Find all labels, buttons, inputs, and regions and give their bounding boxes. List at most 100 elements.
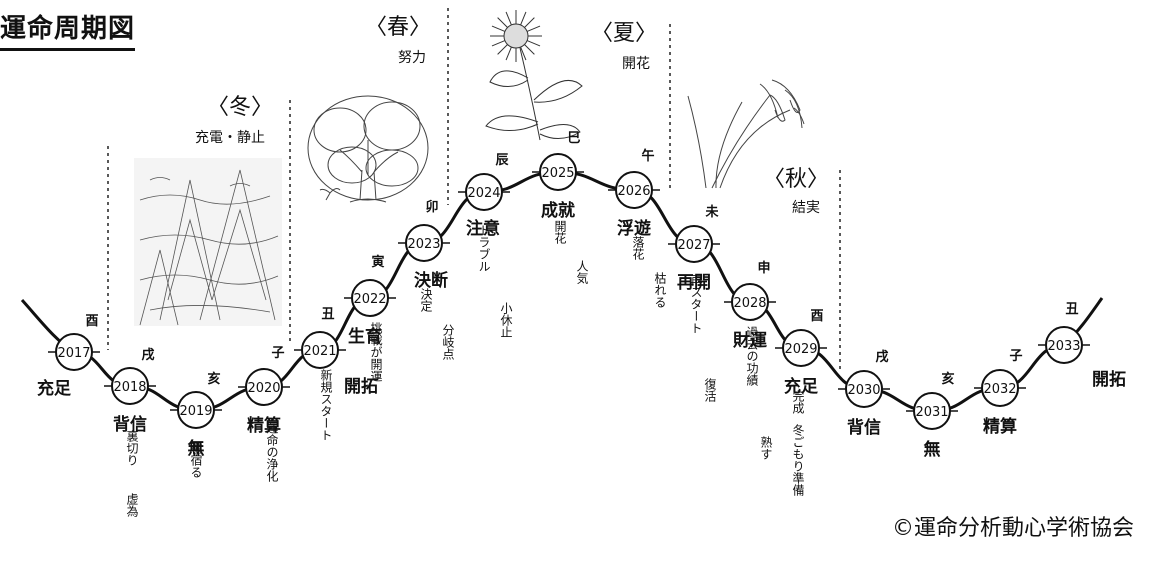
- zodiac-label: 戌: [875, 349, 888, 365]
- year-nodes: 2017 2018 2019 2020 2021 2022 2023 2024 2025 2026…: [48, 153, 1090, 430]
- year-label: 2033: [1047, 339, 1080, 354]
- year-label: 2019: [179, 404, 212, 419]
- year-node-circle: [111, 367, 149, 405]
- sunflower-petal: [497, 44, 508, 55]
- copyright: ©運命分析動心学術協会: [891, 516, 1134, 541]
- year-label: 2026: [617, 184, 650, 199]
- zodiac-label: 亥: [941, 371, 954, 387]
- stage-name: 決断: [414, 270, 448, 291]
- year-node-circle: [913, 392, 951, 430]
- year-label: 2030: [847, 383, 880, 398]
- year-label: 2025: [541, 166, 574, 181]
- stage-name: 再開: [677, 273, 711, 293]
- stage-keyword: 冬ごもり準備: [791, 423, 805, 497]
- year-label: 2029: [784, 342, 817, 357]
- zodiac-label: 酉: [85, 314, 98, 329]
- stage-name: 無: [188, 438, 205, 459]
- sunflower-petal: [505, 11, 512, 26]
- stage-keyword: 熟す: [759, 435, 773, 460]
- season-autumn-name: 〈秋〉: [763, 167, 829, 192]
- year-node-circle: [55, 333, 93, 371]
- zodiac-label: 申: [757, 260, 770, 276]
- winter-forest-icon: [134, 158, 282, 326]
- stage-name: 無: [924, 439, 941, 460]
- stage-name: 開拓: [1092, 370, 1126, 390]
- season-summer-name: 〈夏〉: [591, 21, 657, 46]
- year-node-circle: [615, 171, 653, 209]
- stage-keywords: 裏切り虚為種宿る運命の浄化新規スタート挑戦が開運決定分岐点トラブル小休止開花人気…: [125, 220, 805, 518]
- stage-name: 背信: [113, 414, 147, 435]
- zodiac-label: 卯: [425, 199, 438, 215]
- tree-icon: [307, 95, 429, 203]
- stage-name: 充足: [37, 378, 71, 399]
- stage-keyword: 再スタート: [689, 274, 703, 334]
- sunflower-petal: [491, 40, 506, 47]
- year-label: 2017: [57, 346, 90, 361]
- stage-keyword: 人気: [575, 260, 589, 285]
- year-label: 2018: [113, 380, 146, 395]
- stage-keyword: 運命の浄化: [265, 422, 279, 483]
- stage-keyword: 完成: [791, 389, 805, 415]
- year-label: 2021: [303, 344, 336, 359]
- season-winter-name: 〈冬〉: [207, 95, 273, 120]
- zodiac-label: 子: [1009, 349, 1022, 364]
- stage-keyword: 落花: [631, 236, 645, 261]
- season-spring-subtitle: 努力: [398, 50, 426, 66]
- zodiac-label: 戌: [141, 347, 154, 363]
- year-node-circle: [245, 368, 283, 406]
- stage-name: 精算: [983, 416, 1017, 437]
- year-label: 2022: [353, 292, 386, 307]
- sunflower-petal: [524, 17, 535, 28]
- year-node-circle: [731, 283, 769, 321]
- stage-name: 開拓: [344, 377, 378, 397]
- year-node-circle: [1045, 326, 1083, 364]
- stage-name: 浮遊: [617, 218, 651, 239]
- stage-name: 生育: [348, 326, 382, 347]
- year-node-circle: [465, 173, 503, 211]
- year-label: 2031: [915, 405, 948, 420]
- zodiac-label: 酉: [810, 309, 823, 324]
- stage-keyword: 挑戦が開運: [369, 322, 383, 382]
- year-node-circle: [675, 225, 713, 263]
- stage-name: 財運: [732, 330, 767, 351]
- stage-keyword: 枯れる: [653, 271, 667, 308]
- season-spring-name: 〈春〉: [365, 15, 431, 40]
- sunflower-petal: [491, 25, 506, 32]
- sunflower-petal: [526, 40, 541, 47]
- year-label: 2028: [733, 296, 766, 311]
- sunflower-petal: [526, 25, 541, 32]
- year-label: 2020: [247, 381, 280, 396]
- year-label: 2024: [467, 186, 500, 201]
- sunflower-petal: [524, 44, 535, 55]
- stage-name: 背信: [847, 417, 881, 438]
- stage-keyword: 分岐点: [441, 324, 455, 360]
- year-node-circle: [301, 331, 339, 369]
- season-dividers: [107, 8, 841, 370]
- sunflower-icon: [485, 10, 583, 141]
- rice-plant-icon: [687, 79, 805, 189]
- stage-name: 充足: [784, 376, 818, 397]
- stage-name: 精算: [247, 415, 281, 436]
- sunflower-petal: [505, 46, 512, 61]
- year-node-circle: [539, 153, 577, 191]
- zodiac-label: 丑: [321, 307, 334, 322]
- year-node-circle: [845, 370, 883, 408]
- stage-name: 注意: [466, 218, 500, 239]
- year-node-circle: [351, 279, 389, 317]
- stage-keyword: 裏切り: [125, 429, 139, 466]
- year-label: 2027: [677, 238, 710, 253]
- page-title: 運命周期図: [0, 8, 136, 51]
- season-summer-subtitle: 開花: [622, 56, 650, 72]
- year-label: 2023: [407, 237, 440, 252]
- season-autumn-subtitle: 結実: [792, 200, 820, 216]
- year-node-circle: [981, 369, 1019, 407]
- stage-name: 成就: [541, 200, 575, 221]
- year-label: 2032: [983, 382, 1016, 397]
- stage-keyword: 新規スタート: [319, 368, 333, 441]
- season-winter-subtitle: 充電・静止: [195, 130, 265, 146]
- stage-keyword: 過去の功績: [745, 326, 759, 387]
- stage-keyword: 開花: [553, 220, 567, 245]
- sunflower-petal: [520, 11, 527, 26]
